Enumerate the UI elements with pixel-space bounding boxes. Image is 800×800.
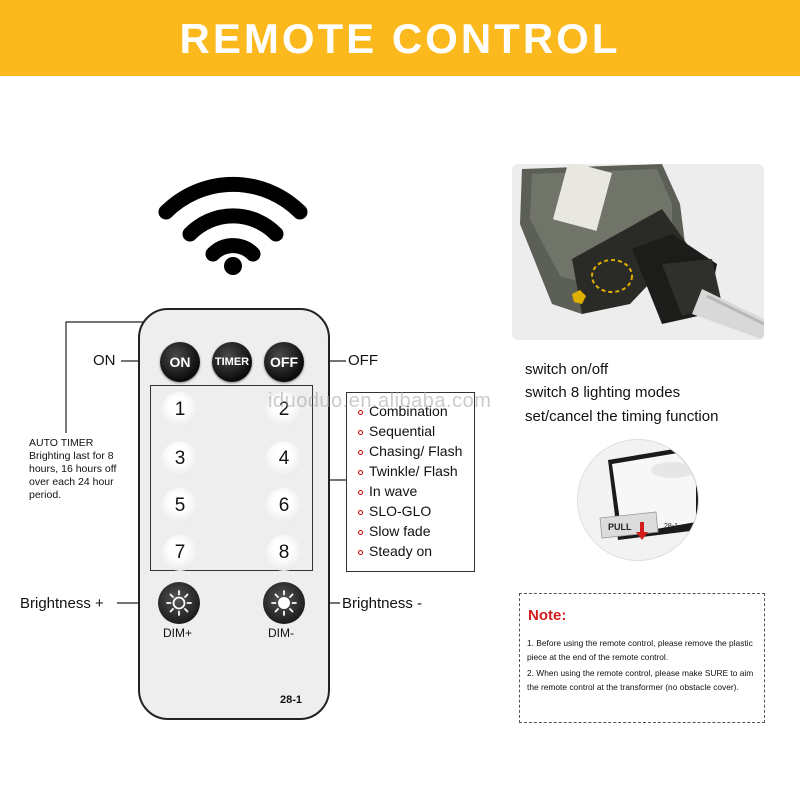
dim-plus-button[interactable] (158, 582, 200, 624)
pull-tab-photo: 28-1 PULL (578, 440, 698, 560)
note-box (519, 593, 765, 723)
mode-key-4[interactable]: 4 (266, 441, 302, 477)
mode-list-item: In wave (358, 483, 417, 499)
note-item: 2. When using the remote control, please… (527, 668, 754, 692)
mode-key-5[interactable]: 5 (162, 488, 198, 524)
timer-button[interactable]: TIMER (212, 342, 252, 382)
dim-plus-label: DIM+ (163, 626, 193, 640)
ir-receiver-illustration (512, 164, 764, 340)
mode-list-item: Combination (358, 403, 448, 419)
mode-key-3[interactable]: 3 (162, 441, 198, 477)
description-line: switch 8 lighting modes (525, 384, 681, 401)
mode-list-item: Twinkle/ Flash (358, 463, 458, 479)
mode-list-item: SLO-GLO (358, 503, 431, 519)
mode-key-6[interactable]: 6 (266, 488, 302, 524)
mode-list-item: Sequential (358, 423, 435, 439)
auto-timer-title: AUTO TIMER (29, 437, 94, 449)
on-button[interactable]: ON (160, 342, 200, 382)
description-line: switch on/off (525, 361, 609, 378)
watermark: iduoduo.en.alibaba.com (268, 390, 492, 412)
off-label: OFF (348, 352, 378, 369)
description-line: set/cancel the timing function (525, 408, 719, 425)
off-button[interactable]: OFF (264, 342, 304, 382)
auto-timer-description: AUTO TIMER Brighting last for 8 hours, 1… (29, 437, 139, 502)
auto-timer-text: Brighting last for 8 hours, 16 hours off… (29, 450, 117, 501)
mode-key-7[interactable]: 7 (162, 535, 198, 571)
ir-receiver-photo (512, 164, 764, 340)
brightness-minus-label: Brightness - (342, 595, 423, 612)
pull-tab-illustration: 28-1 PULL (578, 440, 698, 560)
banner-title: REMOTE CONTROL (179, 15, 621, 62)
svg-text:28-1: 28-1 (664, 523, 678, 530)
dim-minus-label: DIM- (268, 626, 294, 640)
mode-key-1[interactable]: 1 (162, 392, 198, 428)
mode-key-8[interactable]: 8 (266, 535, 302, 571)
pull-tab-text: PULL (608, 522, 632, 532)
title-banner: REMOTE CONTROL (0, 0, 800, 76)
note-item: 1. Before using the remote control, plea… (527, 638, 753, 662)
remote-model-number: 28-1 (280, 694, 303, 706)
wireless-signal-icon (158, 176, 308, 275)
mode-key-2[interactable]: 2 (266, 392, 302, 428)
sun-outline-icon (166, 590, 192, 616)
mode-keypad-frame (150, 385, 313, 571)
dim-minus-button[interactable] (263, 582, 305, 624)
brightness-plus-label: Brightness + (20, 595, 104, 612)
mode-list-item: Chasing/ Flash (358, 443, 462, 459)
on-label: ON (93, 352, 116, 369)
mode-list-item: Steady on (358, 543, 432, 559)
sun-filled-icon (271, 590, 297, 616)
mode-list-item: Slow fade (358, 523, 430, 539)
lighting-modes-box (346, 392, 475, 572)
note-title: Note: (528, 607, 567, 624)
